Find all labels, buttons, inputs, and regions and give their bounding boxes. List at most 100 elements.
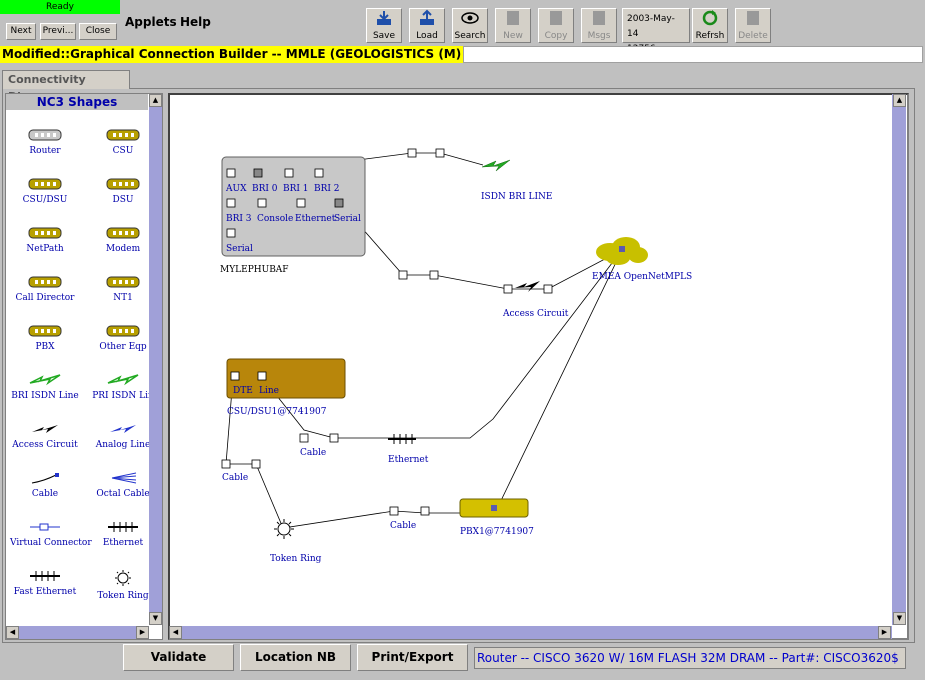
connector[interactable] — [429, 270, 439, 280]
csu-node[interactable]: DTE Line — [226, 358, 346, 399]
scroll-up-arrow[interactable]: ▲ — [893, 94, 906, 107]
scroll-up-arrow[interactable]: ▲ — [149, 94, 162, 107]
csu-name: CSU/DSU1@7741907 — [227, 407, 327, 417]
fast-ethernet-icon — [10, 569, 80, 583]
scroll-down-arrow[interactable]: ▼ — [149, 612, 162, 625]
load-button[interactable]: Load — [409, 8, 445, 43]
access-circuit-icon — [10, 422, 80, 436]
date-text: 2003-May-14 — [627, 14, 675, 39]
location-nb-button[interactable]: Location NB — [240, 644, 351, 671]
menu-applets[interactable]: Applets — [125, 15, 177, 29]
msgs-label: Msgs — [587, 31, 611, 41]
token-ring-node[interactable] — [274, 519, 294, 539]
palette-item-label: Token Ring — [97, 591, 149, 601]
analog-line-icon — [88, 422, 158, 436]
shapes-vertical-scrollbar[interactable] — [149, 94, 162, 625]
palette-item[interactable]: Cable — [10, 471, 80, 499]
diagram-canvas[interactable]: AUX BRI 0 BRI 1 BRI 2 BRI 3 Console Ethe… — [168, 93, 909, 640]
copy-button[interactable]: Copy — [538, 8, 574, 43]
palette-item[interactable]: Analog Line — [88, 422, 158, 450]
connector[interactable] — [435, 148, 445, 158]
connector[interactable] — [543, 284, 553, 294]
palette-item[interactable]: Token Ring — [88, 569, 158, 601]
cable-label: Cable — [390, 521, 416, 531]
menu-help[interactable]: Help — [180, 15, 211, 29]
msgs-button[interactable]: Msgs — [581, 8, 617, 43]
palette-item[interactable]: Access Circuit — [10, 422, 80, 450]
palette-item[interactable]: Octal Cable — [88, 471, 158, 499]
search-button[interactable]: Search — [452, 8, 488, 43]
palette-item[interactable]: Virtual Connector — [10, 520, 92, 548]
pbx-icon — [10, 324, 80, 338]
router-node[interactable]: AUX BRI 0 BRI 1 BRI 2 BRI 3 Console Ethe… — [221, 156, 366, 257]
close-button[interactable]: Close — [79, 23, 117, 40]
palette-item-label: NetPath — [26, 244, 64, 254]
connector[interactable] — [329, 433, 339, 443]
scroll-right-arrow[interactable]: ▶ — [878, 626, 891, 639]
connector[interactable] — [251, 459, 261, 469]
cloud-node[interactable] — [596, 237, 648, 265]
cable-icon — [10, 471, 80, 485]
connector[interactable] — [420, 506, 430, 516]
connector[interactable] — [299, 433, 309, 443]
palette-item[interactable]: CSU — [88, 128, 158, 156]
access-circuit-node[interactable] — [515, 281, 540, 292]
refresh-icon — [693, 9, 727, 31]
palette-item-label: Octal Cable — [96, 489, 150, 499]
save-button[interactable]: Save — [366, 8, 402, 43]
new-button[interactable]: New — [495, 8, 531, 43]
print-export-button[interactable]: Print/Export — [357, 644, 468, 671]
palette-item[interactable]: Fast Ethernet — [10, 569, 80, 597]
ready-status: Ready — [0, 0, 120, 14]
copy-label: Copy — [544, 31, 568, 41]
csu-icon — [88, 128, 158, 142]
shapes-palette-title: NC3 Shapes — [6, 94, 148, 110]
shapes-horizontal-scrollbar[interactable] — [6, 626, 149, 639]
scroll-down-arrow[interactable]: ▼ — [893, 612, 906, 625]
palette-item[interactable]: Other Eqp — [88, 324, 158, 352]
port-label: AUX — [225, 184, 247, 194]
palette-item[interactable]: DSU — [88, 177, 158, 205]
validate-button[interactable]: Validate — [123, 644, 234, 671]
connector[interactable] — [398, 270, 408, 280]
scroll-right-arrow[interactable]: ▶ — [136, 626, 149, 639]
msgs-icon — [582, 9, 616, 31]
cable-label: Cable — [300, 448, 326, 458]
previous-button[interactable]: Previ... — [40, 23, 76, 40]
palette-item[interactable]: BRI ISDN Line — [10, 373, 80, 401]
connector[interactable] — [389, 506, 399, 516]
palette-item-label: Ethernet — [102, 538, 144, 548]
pbx-node[interactable] — [459, 498, 529, 518]
palette-item-label: CSU — [112, 146, 134, 156]
ethernet-label: Ethernet — [388, 455, 429, 465]
delete-button[interactable]: Delete — [735, 8, 771, 43]
canvas-horizontal-scrollbar[interactable] — [169, 626, 892, 639]
palette-item[interactable]: PBX — [10, 324, 80, 352]
ethernet-node[interactable] — [388, 434, 416, 444]
next-button[interactable]: Next — [6, 23, 36, 40]
palette-item-label: DSU — [112, 195, 134, 205]
palette-item[interactable]: Ethernet — [88, 520, 158, 548]
connector[interactable] — [221, 459, 231, 469]
palette-item[interactable]: Modem — [88, 226, 158, 254]
palette-item-label: CSU/DSU — [22, 195, 68, 205]
bri-isdn-line-icon — [10, 373, 80, 387]
scroll-left-arrow[interactable]: ◀ — [6, 626, 19, 639]
cloud-label: EMEA OpenNetMPLS — [592, 272, 692, 282]
palette-item[interactable]: Router — [10, 128, 80, 156]
call-director-icon — [10, 275, 80, 289]
palette-item[interactable]: PRI ISDN Lin — [88, 373, 158, 401]
connector[interactable] — [503, 284, 513, 294]
tab-connectivity-diagram[interactable]: Connectivity Diagram — [2, 70, 130, 103]
palette-item[interactable]: NetPath — [10, 226, 80, 254]
isdn-line-node[interactable] — [481, 159, 511, 172]
port-label: Ethernet — [295, 214, 336, 224]
palette-item[interactable]: CSU/DSU — [10, 177, 80, 205]
palette-item[interactable]: NT1 — [88, 275, 158, 303]
canvas-vertical-scrollbar[interactable] — [892, 94, 906, 625]
connector[interactable] — [407, 148, 417, 158]
palette-item[interactable]: Call Director — [10, 275, 80, 303]
scroll-left-arrow[interactable]: ◀ — [169, 626, 182, 639]
eye-icon — [453, 9, 487, 31]
refresh-button[interactable]: Refrsh — [692, 8, 728, 43]
